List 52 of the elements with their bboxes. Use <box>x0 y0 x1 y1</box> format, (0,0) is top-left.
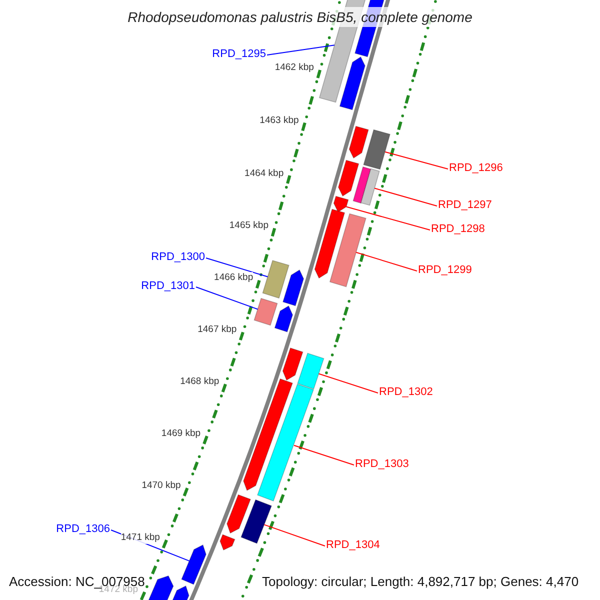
feature-bar <box>352 166 372 204</box>
gene-block <box>314 208 346 279</box>
gene-label: RPD_1302 <box>379 386 433 398</box>
gene-block <box>282 348 304 381</box>
tick-label: 1470 kbp <box>142 480 181 492</box>
tick-label: 1465 kbp <box>229 220 268 232</box>
gene-label: RPD_1295 <box>212 48 266 60</box>
tick-label: 1471 kbp <box>120 532 160 544</box>
tick-label: 1462 kbp <box>274 62 314 74</box>
tick-label: 1464 kbp <box>244 168 284 180</box>
tick-label: 1467 kbp <box>198 324 237 336</box>
leader-line <box>206 258 268 278</box>
gene-label: RPD_1304 <box>326 539 380 551</box>
gene-block <box>348 126 369 159</box>
leader-line <box>374 188 438 206</box>
gene-label: RPD_1298 <box>431 223 485 235</box>
leader-line <box>318 373 378 394</box>
gene-block <box>243 378 294 491</box>
gene-block <box>333 196 349 213</box>
leader-line <box>294 444 354 466</box>
feature-bar <box>262 260 290 299</box>
feature-bar <box>329 213 366 288</box>
gene-block <box>226 494 252 534</box>
gene-label: RPD_1301 <box>141 280 195 292</box>
leader-line <box>384 151 448 170</box>
gene-block <box>274 305 294 332</box>
gene-block <box>339 56 366 110</box>
gene-block <box>282 269 304 306</box>
gene-label: RPD_1306 <box>56 523 110 535</box>
leader-line <box>346 206 430 230</box>
gene-label: RPD_1296 <box>449 162 503 174</box>
tick-label: 1463 kbp <box>260 114 299 127</box>
gene-label: RPD_1303 <box>355 458 409 470</box>
leader-line <box>264 524 326 546</box>
genome-summary: Topology: circular; Length: 4,892,717 bp; Genes: 4,470 <box>262 576 579 588</box>
gene-label: RPD_1299 <box>418 264 472 276</box>
feature-bar <box>363 129 390 170</box>
tick-label: 1469 kbp <box>161 428 201 440</box>
feature-bar <box>257 384 314 502</box>
feature-bar <box>360 168 380 206</box>
leader-line <box>356 252 418 272</box>
gene-block <box>181 544 206 585</box>
gene-label: RPD_1297 <box>438 199 492 211</box>
tick-label: 1466 kbp <box>214 272 254 284</box>
gene-block <box>220 534 236 551</box>
leader-line <box>266 44 335 56</box>
leader-line <box>196 286 258 310</box>
gene-label: RPD_1300 <box>151 251 205 263</box>
feature-bar <box>240 499 272 544</box>
feature-bar <box>297 352 324 390</box>
feature-bar <box>254 298 278 326</box>
tick-label: 1468 kbp <box>180 376 220 388</box>
